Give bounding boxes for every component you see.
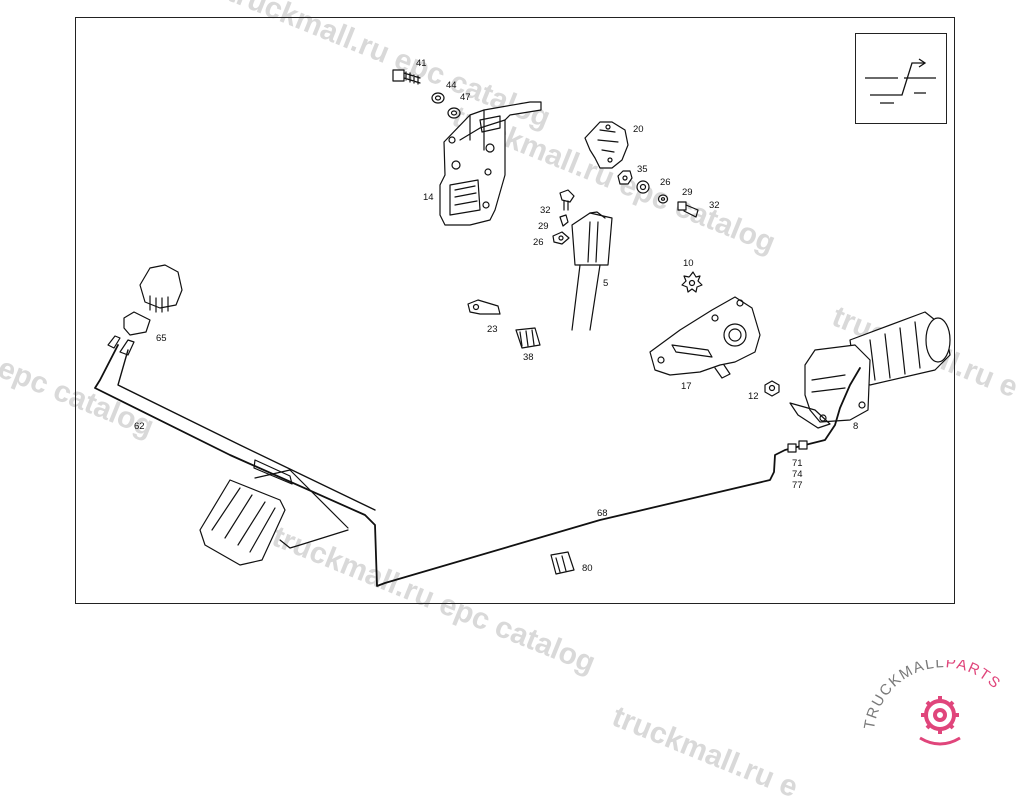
part-label[interactable]: 65	[156, 333, 167, 344]
part-label[interactable]: 10	[683, 258, 694, 269]
bracket-14	[439, 101, 542, 226]
bushing-26b	[552, 231, 570, 245]
part-label[interactable]: 26	[533, 237, 544, 248]
bolt-12	[764, 380, 780, 397]
bolt-32a	[677, 201, 699, 218]
part-label[interactable]: 12	[748, 391, 759, 402]
inset-symbol	[865, 58, 936, 104]
part-label[interactable]: 68	[597, 508, 608, 519]
lever-23	[467, 299, 501, 315]
switch-65	[107, 264, 183, 356]
part-label[interactable]: 5	[603, 278, 609, 289]
rod-5	[571, 211, 613, 331]
part-label[interactable]: 14	[423, 192, 434, 203]
part-label[interactable]: 20	[633, 124, 644, 135]
part-label[interactable]: 47	[460, 92, 471, 103]
brand-part1: TRUCKMALL	[861, 660, 946, 731]
clip-38	[515, 327, 541, 349]
washer-29a	[657, 194, 669, 204]
latch-20	[584, 121, 629, 169]
washer-44	[431, 92, 445, 104]
part-label[interactable]: 29	[682, 187, 693, 198]
part-label[interactable]: 17	[681, 381, 692, 392]
part-label[interactable]: 74	[792, 469, 803, 480]
part-label[interactable]: 71	[792, 458, 803, 469]
diagram-frame	[75, 17, 955, 604]
mounting-plate-17	[649, 296, 761, 379]
part-label[interactable]: 23	[487, 324, 498, 335]
bolt-41	[392, 69, 421, 85]
cable-62-branch	[117, 349, 376, 511]
part-label[interactable]: 62	[134, 421, 145, 432]
part-label[interactable]: 77	[792, 480, 803, 491]
part-label[interactable]: 35	[637, 164, 648, 175]
part-label[interactable]: 80	[582, 563, 593, 574]
part-label[interactable]: 8	[853, 421, 859, 432]
nut-47	[447, 107, 461, 119]
exploded-parts-drawing	[94, 58, 951, 587]
cable-holder	[199, 469, 349, 566]
nut-35	[617, 170, 633, 185]
clip-29b	[559, 214, 569, 227]
brand-part2: PARTS	[945, 660, 1004, 693]
part-label[interactable]: 41	[416, 58, 427, 69]
cable-connectors-71-74-77	[787, 440, 808, 453]
star-washer-10	[681, 271, 703, 293]
pin-32b	[559, 189, 575, 211]
bushing-26a	[636, 180, 650, 194]
wiper-motor-8	[789, 311, 951, 429]
part-label[interactable]: 32	[540, 205, 551, 216]
truckmall-parts-logo: TRUCKMALLPARTS	[860, 654, 1020, 750]
cable-62-68	[94, 344, 861, 587]
part-label[interactable]: 32	[709, 200, 720, 211]
svg-text:TRUCKMALLPARTS: TRUCKMALLPARTS	[861, 660, 1004, 731]
part-label[interactable]: 26	[660, 177, 671, 188]
gear-icon	[919, 696, 961, 746]
inset-box	[855, 33, 947, 124]
part-label[interactable]: 44	[446, 80, 457, 91]
part-label[interactable]: 38	[523, 352, 534, 363]
clip-80	[550, 551, 575, 575]
part-label[interactable]: 29	[538, 221, 549, 232]
